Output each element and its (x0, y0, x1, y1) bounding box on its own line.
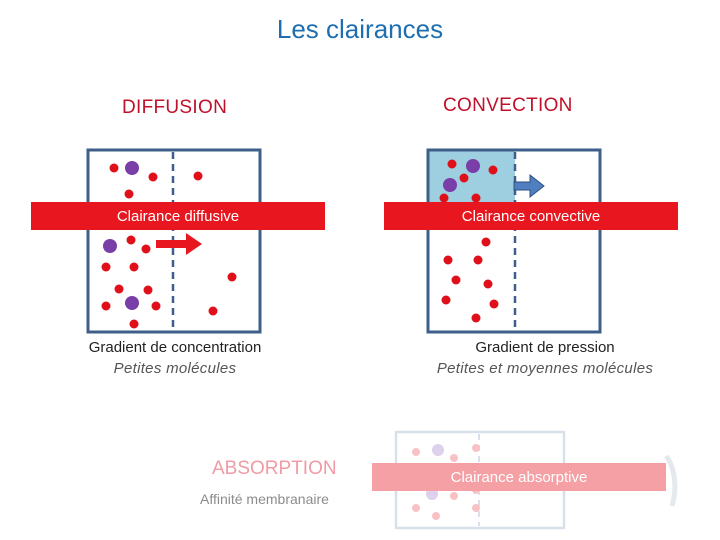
convection-diagram (426, 148, 602, 334)
small-molecule (193, 171, 203, 181)
small-molecule (472, 444, 480, 452)
small-molecule (129, 319, 139, 329)
small-molecule (124, 189, 134, 199)
large-molecule (443, 178, 457, 192)
diffusion-diagram (86, 148, 262, 334)
small-molecule (114, 284, 124, 294)
small-molecule (126, 235, 136, 245)
small-molecule (101, 301, 111, 311)
small-molecule (488, 165, 498, 175)
diffusion-caption: Gradient de concentration (88, 339, 262, 356)
small-molecule (473, 255, 483, 265)
clairance-diffusive-band: Clairance diffusive (31, 202, 325, 230)
small-molecule (148, 172, 158, 182)
small-molecule (208, 306, 218, 316)
small-molecule (451, 275, 461, 285)
diffusion-arrow (156, 233, 202, 255)
diffusion-heading: DIFFUSION (122, 97, 228, 118)
large-molecule (125, 296, 139, 310)
small-molecule (129, 262, 139, 272)
clairance-convective-band: Clairance convective (384, 202, 678, 230)
small-molecule (459, 173, 469, 183)
small-molecule (441, 295, 451, 305)
small-molecule (450, 454, 458, 462)
small-molecule (143, 285, 153, 295)
large-molecule (466, 159, 480, 173)
small-molecule (109, 163, 119, 173)
large-molecule (426, 488, 438, 500)
small-molecule (483, 279, 493, 289)
small-molecule (412, 504, 420, 512)
diffusion-subcaption: Petites molécules (113, 360, 237, 377)
convection-arrow (513, 173, 545, 199)
small-molecule (227, 272, 237, 282)
small-molecule (141, 244, 151, 254)
small-molecule (439, 193, 449, 203)
absorption-caption: Affinité membranaire (200, 491, 329, 507)
small-molecule (471, 313, 481, 323)
small-molecule (151, 301, 161, 311)
convection-subcaption: Petites et moyennes molécules (436, 360, 654, 377)
small-molecule (472, 504, 480, 512)
convection-heading: CONVECTION (443, 95, 573, 116)
small-molecule (443, 255, 453, 265)
small-molecule (481, 237, 491, 247)
small-molecule (432, 512, 440, 520)
convection-compartment (426, 148, 602, 334)
page-title: Les clairances (276, 14, 444, 44)
small-molecule (447, 159, 457, 169)
absorption-decoration (664, 454, 678, 507)
small-molecule (101, 262, 111, 272)
convection-caption: Gradient de pression (475, 339, 615, 356)
large-molecule (125, 161, 139, 175)
large-molecule (432, 444, 444, 456)
small-molecule (471, 193, 481, 203)
small-molecule (412, 448, 420, 456)
large-molecule (103, 239, 117, 253)
absorption-heading: ABSORPTION (212, 458, 337, 479)
small-molecule (450, 492, 458, 500)
clairance-absorptive-band: Clairance absorptive (372, 463, 666, 491)
small-molecule (489, 299, 499, 309)
